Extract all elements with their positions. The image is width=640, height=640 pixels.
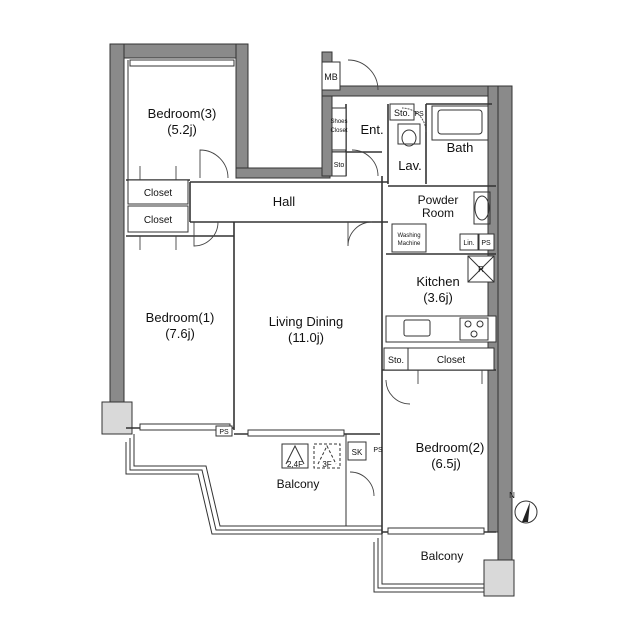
svg-text:Closet: Closet <box>437 355 466 366</box>
balcony-main-outline <box>125 434 382 535</box>
pipe-space-balcony: PS <box>215 425 233 437</box>
linen-closet: Lin. <box>459 233 479 251</box>
room-bedroom2: Bedroom(2) (6.5j) <box>416 440 485 471</box>
pipe-space-bedroom2: PS <box>373 447 383 454</box>
closet-a: Closet <box>127 179 189 205</box>
svg-text:PS: PS <box>219 429 229 436</box>
svg-text:R: R <box>478 265 484 274</box>
storage-left: Sto <box>331 151 347 177</box>
svg-text:Closet: Closet <box>144 188 173 199</box>
bedroom2-size: (6.5j) <box>431 456 461 471</box>
living-name: Living Dining <box>269 314 343 329</box>
bedroom3-size: (5.2j) <box>167 122 197 137</box>
room-bedroom3: Bedroom(3) (5.2j) <box>148 106 217 137</box>
room-hall: Hall <box>273 194 296 209</box>
svg-text:Lin.: Lin. <box>463 240 474 247</box>
windows <box>129 59 485 535</box>
bedroom2-name: Bedroom(2) <box>416 440 485 455</box>
pipe-space-powder: PS <box>478 233 495 251</box>
bedroom1-size: (7.6j) <box>165 326 195 341</box>
exterior-walls <box>101 43 515 597</box>
room-lavatory: Lav. <box>398 158 422 173</box>
svg-text:Room: Room <box>422 206 454 220</box>
kitchen-name: Kitchen <box>416 274 459 289</box>
balcony-small-outline <box>373 534 484 593</box>
svg-text:Washing: Washing <box>397 233 420 239</box>
meter-box: MB <box>321 61 341 91</box>
bedroom1-name: Bedroom(1) <box>146 310 215 325</box>
svg-text:Closet: Closet <box>144 215 173 226</box>
svg-text:2,4F: 2,4F <box>287 460 303 469</box>
room-balcony-small: Balcony <box>421 549 464 563</box>
refrigerator: R <box>467 255 495 283</box>
room-bath: Bath <box>447 140 474 155</box>
north-compass-icon: N <box>509 491 538 524</box>
svg-text:Sto: Sto <box>334 162 345 169</box>
bathtub <box>431 105 489 141</box>
svg-text:MB: MB <box>324 72 338 82</box>
door-swings <box>139 59 483 497</box>
closet-b: Closet <box>127 205 189 233</box>
svg-text:Sto.: Sto. <box>394 108 410 118</box>
pipe-space-top: PS <box>414 111 424 118</box>
svg-text:Machine: Machine <box>398 241 421 247</box>
svg-text:N: N <box>509 491 515 500</box>
svg-text:Closet: Closet <box>330 128 347 134</box>
room-kitchen: Kitchen (3.6j) <box>416 274 459 305</box>
storage-kitchen: Sto. <box>383 347 409 371</box>
washing-machine: Washing Machine <box>391 223 427 253</box>
svg-text:Shoes: Shoes <box>330 119 347 125</box>
kitchen-size: (3.6j) <box>423 290 453 305</box>
living-size: (11.0j) <box>288 330 324 345</box>
svg-text:3F: 3F <box>322 460 331 469</box>
ladder-hatch-3f: 3F <box>313 443 341 469</box>
room-entrance: Ent. <box>360 122 383 137</box>
storage-top: Sto. <box>389 103 415 121</box>
svg-text:SK: SK <box>352 448 363 457</box>
ladder-hatch-24f: 2,4F <box>281 443 309 469</box>
bedroom3-name: Bedroom(3) <box>148 106 217 121</box>
powder-sink <box>473 191 491 225</box>
lavatory-sink <box>397 123 421 147</box>
svg-text:Sto.: Sto. <box>388 355 404 365</box>
room-living-dining: Living Dining (11.0j) <box>269 314 343 345</box>
sk-box: SK <box>347 441 367 461</box>
kitchen-counter <box>385 315 497 343</box>
shoes-closet: Shoes Closet <box>330 107 348 151</box>
room-powder: Powder Room <box>418 193 459 220</box>
room-balcony-main: Balcony <box>277 477 320 491</box>
svg-text:PS: PS <box>481 240 491 247</box>
svg-text:Powder: Powder <box>418 193 459 207</box>
room-bedroom1: Bedroom(1) (7.6j) <box>146 310 215 341</box>
closet-kitchen: Closet <box>407 347 495 371</box>
